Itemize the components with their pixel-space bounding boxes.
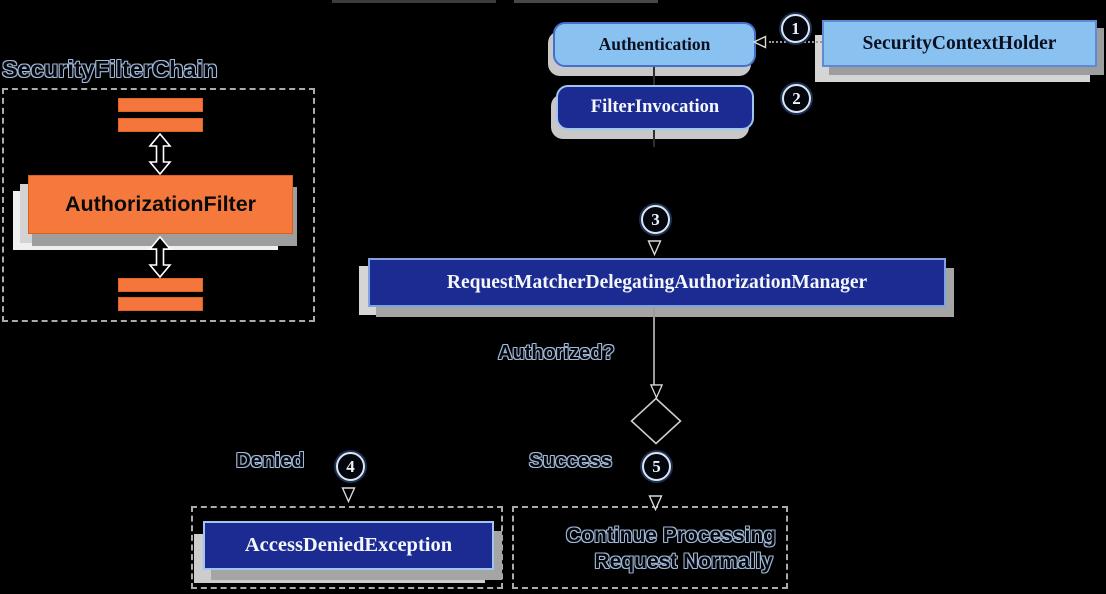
authentication-node: Authentication (553, 22, 756, 67)
filterinvocation-down-line (653, 130, 655, 147)
step-3-badge: 3 (641, 205, 670, 234)
auth-to-filterinvocation-line (653, 67, 655, 85)
access-denied-exception-label: AccessDeniedException (244, 534, 453, 556)
filter-bar (118, 278, 203, 292)
step-5-badge: 5 (642, 452, 671, 481)
arrowhead-down-icon (341, 487, 356, 503)
filter-invocation-node: FilterInvocation (556, 85, 754, 130)
security-context-holder-label: SecurityContextHolder (862, 32, 1057, 54)
continue-processing-line1: Continue Processing (565, 524, 776, 547)
security-filter-chain-box (2, 88, 315, 322)
filter-bar (118, 297, 203, 311)
authorization-filter-node: AuthorizationFilter (28, 175, 293, 234)
filter-invocation-label: FilterInvocation (590, 97, 720, 117)
denied-label: Denied (236, 449, 305, 472)
step-1-badge: 1 (781, 14, 810, 43)
access-denied-exception-node: AccessDeniedException (203, 521, 494, 570)
arrowhead-left-icon (752, 35, 767, 49)
double-arrow-icon (147, 133, 173, 175)
authorization-manager-node: RequestMatcherDelegatingAuthorizationMan… (368, 258, 946, 307)
top-edge-line-left (332, 0, 496, 3)
step-1-number: 1 (791, 18, 800, 38)
success-outcome-box: Continue Processing Request Normally (512, 506, 788, 589)
step-2-badge: 2 (782, 84, 811, 113)
arrowhead-down-icon (649, 384, 664, 399)
authorization-filter-label: AuthorizationFilter (64, 192, 257, 216)
security-context-holder-node: SecurityContextHolder (822, 20, 1097, 67)
arrowhead-down-icon (647, 240, 662, 256)
double-arrow-icon (147, 236, 173, 278)
filter-bar (118, 98, 203, 112)
top-edge-line-right (514, 0, 658, 3)
authorization-manager-label: RequestMatcherDelegatingAuthorizationMan… (446, 271, 868, 293)
continue-processing-line2: Request Normally (594, 550, 773, 573)
step-2-number: 2 (792, 88, 801, 108)
step-4-number: 4 (346, 456, 355, 476)
manager-to-decision-line (653, 307, 655, 386)
decision-diamond-icon (630, 397, 682, 445)
security-filter-chain-title: SecurityFilterChain (2, 56, 218, 82)
success-label: Success (529, 449, 613, 472)
step-5-number: 5 (652, 456, 661, 476)
step-3-number: 3 (651, 209, 660, 229)
denied-outcome-box (191, 506, 503, 589)
authentication-label: Authentication (598, 34, 711, 54)
arrowhead-down-icon (648, 495, 663, 511)
filter-bar (118, 118, 203, 132)
authorized-question-label: Authorized? (498, 342, 615, 364)
step-4-badge: 4 (336, 452, 365, 481)
